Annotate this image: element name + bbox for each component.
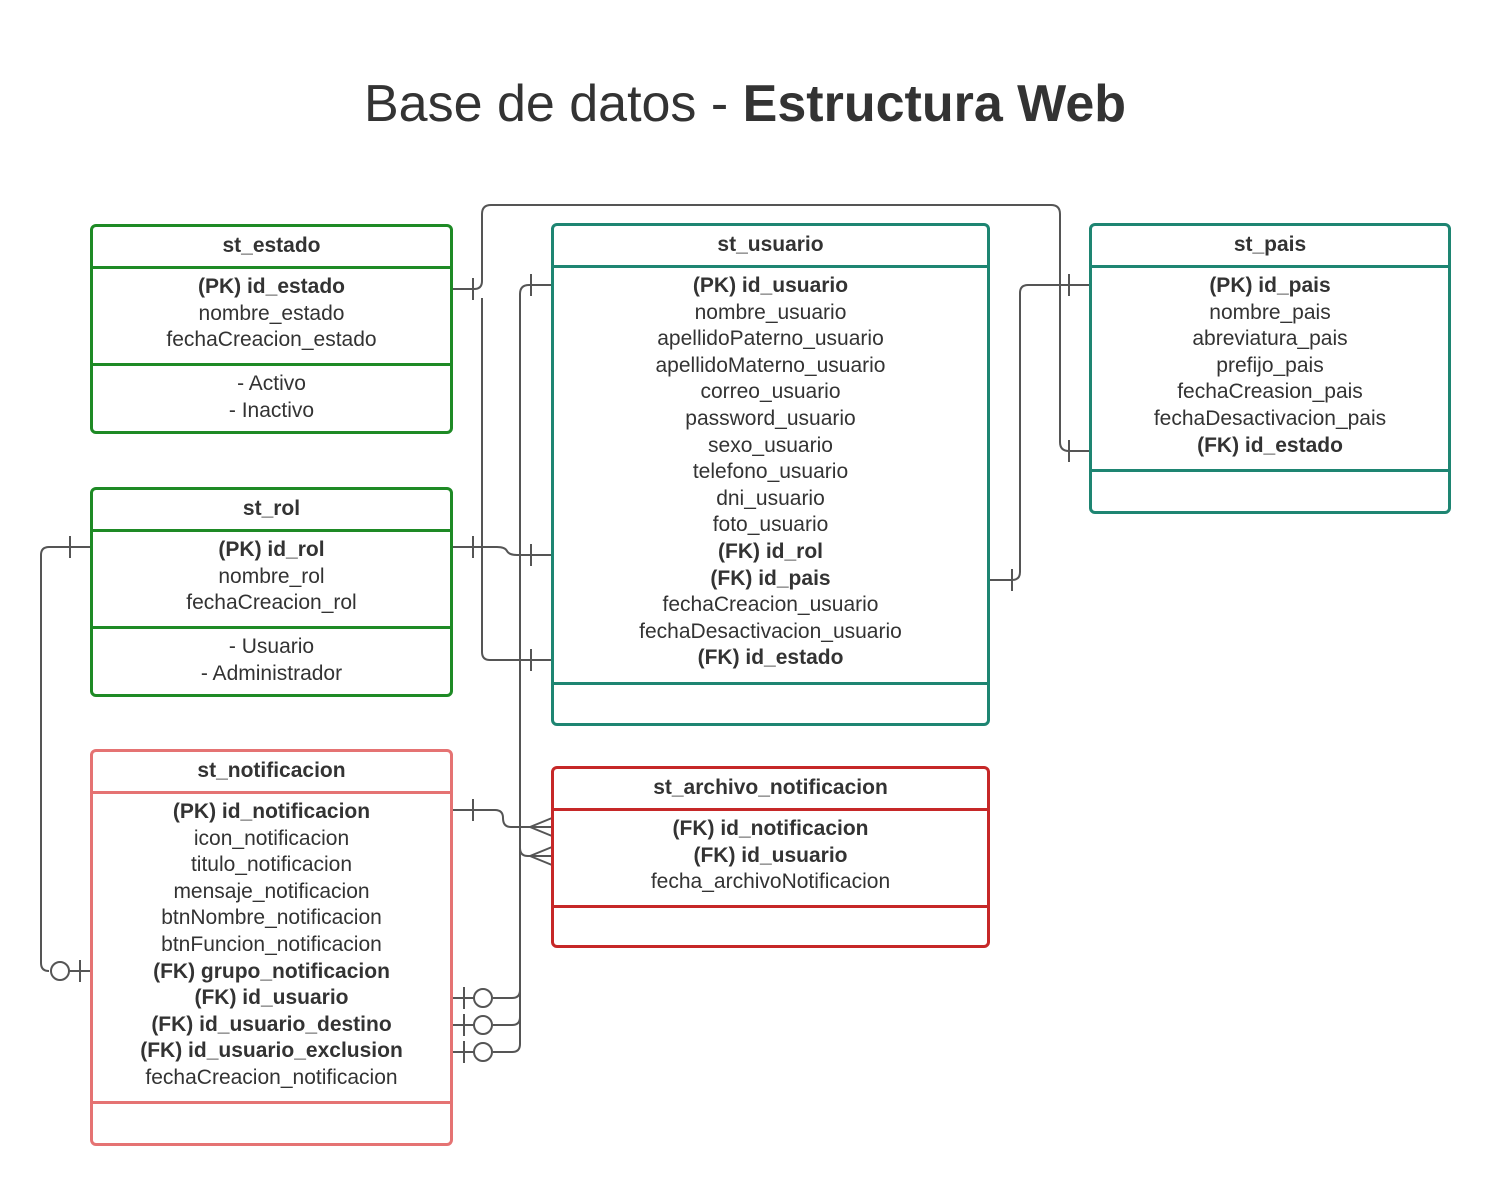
link-rol-notificacion [40, 546, 91, 972]
field: fechaDesactivacion_usuario [639, 619, 902, 643]
field: fecha_archivoNotificacion [650, 870, 891, 894]
entity-st-notificacion[interactable]: st_notificacion (PK) id_notificacion ico… [90, 749, 453, 1146]
values-section: - Activo - Inactivo [93, 366, 450, 424]
field-fk: (FK) grupo_notificacion [153, 959, 390, 983]
field: nombre_pais [1209, 300, 1331, 324]
field-fk: (FK) id_usuario_destino [151, 1012, 392, 1036]
entity-header: st_rol [93, 490, 450, 532]
field: mensaje_notificacion [173, 879, 370, 903]
field-fk: (FK) id_usuario_exclusion [140, 1039, 403, 1063]
fields-section: (PK) id_pais nombre_pais abreviatura_pai… [1092, 268, 1448, 472]
value-item: - Inactivo [228, 398, 315, 422]
field-pk: (PK) id_usuario [692, 274, 849, 297]
entity-header: st_archivo_notificacion [554, 769, 987, 811]
field: icon_notificacion [193, 826, 350, 850]
fields-section: (PK) id_rol nombre_rol fechaCreacion_rol [93, 532, 450, 629]
entity-st-estado[interactable]: st_estado (PK) id_estado nombre_estado f… [90, 224, 453, 434]
field: nombre_estado [198, 301, 345, 325]
link-usuario-archivo [519, 847, 552, 857]
field: apellidoPaterno_usuario [657, 327, 884, 351]
field-pk: (PK) id_rol [218, 538, 325, 561]
link-pais-usuario [990, 284, 1090, 581]
field-pk: (PK) id_pais [1209, 274, 1331, 297]
fields-section: (PK) id_notificacion icon_notificacion t… [93, 794, 450, 1104]
field: abreviatura_pais [1192, 327, 1348, 351]
field: foto_usuario [712, 513, 829, 537]
field: correo_usuario [700, 380, 841, 404]
fields-section: (FK) id_notificacion (FK) id_usuario fec… [554, 811, 987, 908]
title-normal: Base de datos - [363, 75, 743, 133]
field: fechaCreacion_estado [166, 328, 377, 352]
field: fechaCreasion_pais [1177, 380, 1363, 404]
diagram-title: Base de datos - Estructura Web [0, 72, 1490, 136]
field-fk: (FK) id_usuario [194, 986, 349, 1010]
field: telefono_usuario [692, 460, 849, 484]
title-bold: Estructura Web [742, 75, 1127, 133]
field: fechaCreacion_rol [186, 591, 357, 615]
field-fk: (FK) id_pais [710, 566, 831, 590]
field: fechaCreacion_notificacion [145, 1065, 398, 1089]
field-fk: (FK) id_notificacion [672, 817, 869, 840]
field: apellidoMaterno_usuario [655, 353, 886, 377]
field: password_usuario [685, 406, 856, 430]
field: prefijo_pais [1216, 353, 1324, 377]
entity-st-usuario[interactable]: st_usuario (PK) id_usuario nombre_usuari… [551, 223, 990, 726]
entity-st-rol[interactable]: st_rol (PK) id_rol nombre_rol fechaCreac… [90, 487, 453, 697]
values-section: - Usuario - Administrador [93, 629, 450, 687]
value-item: - Administrador [200, 661, 343, 685]
entity-st-pais[interactable]: st_pais (PK) id_pais nombre_pais abrevia… [1089, 223, 1451, 514]
entity-st-archivo-notificacion[interactable]: st_archivo_notificacion (FK) id_notifica… [551, 766, 990, 948]
field: titulo_notificacion [190, 853, 353, 877]
field-fk: (FK) id_usuario [693, 843, 848, 867]
fields-section: (PK) id_estado nombre_estado fechaCreaci… [93, 269, 450, 366]
field: dni_usuario [716, 486, 825, 510]
link-estado-usuario [452, 204, 1090, 452]
field-fk: (FK) id_estado [697, 646, 844, 670]
field: fechaDesactivacion_pais [1153, 406, 1387, 430]
field: btnFuncion_notificacion [161, 932, 382, 956]
link-estado-usuario-estado [481, 298, 552, 661]
field: nombre_rol [218, 564, 325, 588]
field-fk: (FK) id_estado [1197, 433, 1343, 457]
field-pk: (PK) id_notificacion [172, 800, 371, 823]
field-fk: (FK) id_rol [718, 539, 823, 563]
entity-header: st_notificacion [93, 752, 450, 794]
fields-section: (PK) id_usuario nombre_usuario apellidoP… [554, 268, 987, 685]
link-rol-usuario [452, 546, 552, 556]
entity-header: st_pais [1092, 226, 1448, 268]
field: sexo_usuario [708, 433, 833, 457]
field: nombre_usuario [694, 300, 847, 324]
field: fechaCreacion_usuario [662, 593, 879, 617]
value-item: - Usuario [228, 635, 315, 658]
entity-header: st_estado [93, 227, 450, 269]
value-item: - Activo [237, 372, 306, 395]
link-notificacion-archivo [452, 809, 552, 828]
entity-header: st_usuario [554, 226, 987, 268]
link-usuario-trunk [493, 284, 552, 1053]
field: btnNombre_notificacion [161, 906, 382, 930]
field-pk: (PK) id_estado [197, 275, 346, 298]
